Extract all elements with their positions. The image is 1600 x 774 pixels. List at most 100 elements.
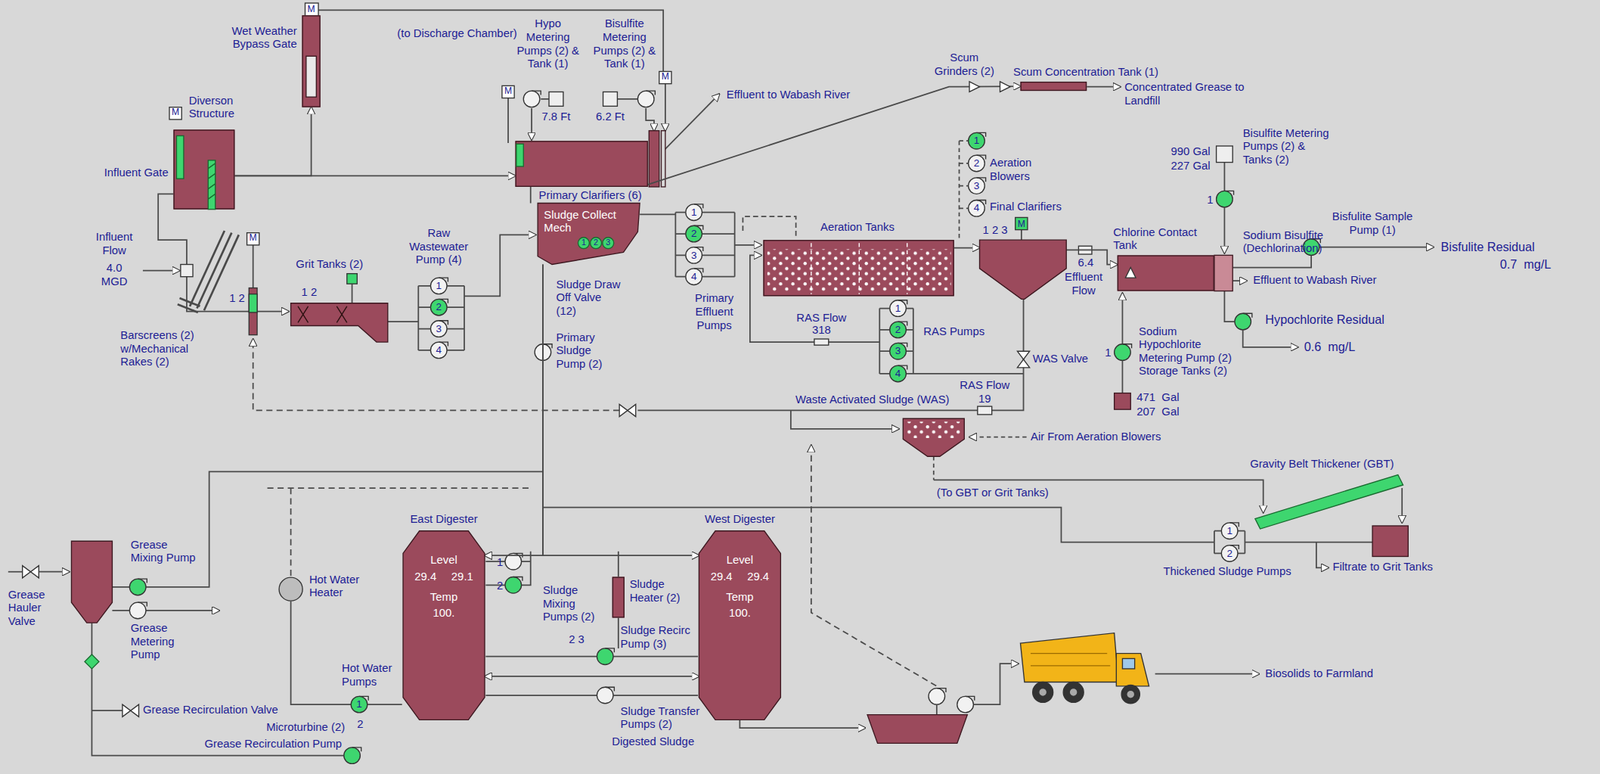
valve-symbol: [619, 403, 636, 416]
scum-tank: Scum Concentration Tank (1): [1020, 81, 1087, 91]
pump-number: 3: [436, 322, 443, 335]
node-text: Aeration Tanks: [820, 220, 895, 234]
small-tank: [603, 91, 618, 106]
pump-number: 4: [436, 344, 443, 357]
motor-box: [347, 273, 357, 284]
pipe-line: [959, 140, 969, 239]
dump-truck: [1020, 632, 1149, 704]
digester-outline: [403, 530, 485, 720]
motor-tag: M: [661, 71, 670, 82]
pipe-line: [639, 212, 735, 277]
pipe-line: [257, 310, 289, 313]
pipe-line: [8, 570, 23, 573]
pump-number: 1: [581, 238, 587, 249]
small-tank: [814, 338, 829, 345]
pipe-line: [530, 108, 533, 140]
pipe-line: [1224, 162, 1226, 192]
pipe-line: [91, 622, 344, 755]
label-text: Waste Activated Sludge (WAS): [795, 393, 950, 407]
dump-truck: [1126, 689, 1135, 698]
label-text: 0.7 mg/L: [1500, 257, 1552, 272]
pump-symbol: [129, 90, 1321, 763]
pump-number: 3: [605, 238, 611, 249]
label-text: 1: [496, 555, 503, 569]
pump-symbol: [637, 90, 655, 108]
node-text: Scum Concentration Tank (1): [1013, 65, 1159, 79]
node-text: Temp: [725, 589, 754, 604]
node-text: Temp: [430, 589, 458, 604]
label-text: Bisfulite Residual: [1440, 239, 1535, 255]
pipe-line: [145, 609, 220, 611]
pipe-line: [933, 455, 935, 480]
scum-grinder: [969, 81, 980, 92]
label-text: Aeration Blowers: [989, 155, 1052, 183]
label-text: 990 Gal: [1170, 145, 1210, 159]
hot-water-heater: Hot Water Heater: [278, 576, 303, 601]
motor-tag: M: [171, 107, 180, 118]
pipe-line: [1122, 359, 1124, 393]
hot-water-heater-outline: [279, 576, 303, 601]
node-text: 29.4: [747, 569, 769, 583]
pump-number: 3: [895, 344, 902, 357]
label-text: 2: [496, 578, 503, 593]
pump-number: 1: [973, 134, 980, 147]
pipe-line: [253, 244, 353, 304]
collector-indicator: [577, 237, 590, 249]
label-text: Air From Aeration Blowers: [1030, 429, 1161, 444]
valve-symbol: [22, 350, 1030, 717]
node-text: East Digester: [409, 511, 478, 526]
label-text: Hot Water Pumps: [341, 660, 404, 688]
label-text: 7.8 Ft: [541, 110, 571, 125]
valve-symbol: [1017, 350, 1030, 368]
node-text: Chlorine Contact Tank: [1113, 225, 1216, 252]
grit-tank-outline: [291, 303, 388, 342]
pump-symbol: [596, 648, 614, 665]
pipe-line: [790, 409, 900, 428]
gate: [516, 143, 524, 167]
dump-truck: [1063, 681, 1084, 702]
pump-symbol: [889, 342, 908, 360]
sludge-heater: Sludge Heater (2): [612, 576, 625, 618]
pump-symbol: [685, 225, 704, 242]
sludge-collector: Sludge Collect Mech: [537, 203, 640, 265]
collector-indicator: [602, 237, 614, 249]
pipe-line: [664, 83, 667, 131]
pipe-line: [318, 9, 664, 72]
pipe-line: [1155, 672, 1260, 675]
pipe-line: [973, 663, 1018, 704]
node-text: 29.4: [414, 569, 437, 583]
node-text: Diverson Structure: [189, 93, 251, 121]
pump-symbol: [968, 132, 987, 149]
node-text: Sludge Heater (2): [629, 577, 688, 605]
gate-window: [306, 55, 317, 97]
label-text: Grease Hauler Valve: [8, 587, 59, 628]
motor-box: [169, 3, 1028, 335]
label-text: Barscreens (2) w/Mechanical Rakes (2): [120, 328, 218, 369]
pump-number: 1: [1226, 524, 1233, 537]
label-text: 318: [812, 323, 832, 338]
tank-shape: [648, 130, 659, 187]
dump-truck: [1032, 681, 1054, 702]
label-text: Primary Sludge Pump (2): [555, 330, 618, 371]
pipe-connector: [954, 247, 980, 249]
pipe-line: [38, 570, 69, 573]
label-text: Filtrate to Grit Tanks: [1332, 560, 1433, 574]
label-text: 6.2 Ft: [595, 110, 625, 125]
label-text: Bisfulite Sample Pump (1): [1321, 210, 1424, 237]
small-tank: [180, 91, 1233, 414]
collector-indicator: [577, 237, 614, 249]
pipe-line: [645, 108, 655, 131]
pump-symbol: [928, 688, 946, 705]
pump-symbol: [889, 300, 908, 317]
node-text: Sludge Collect Mech: [543, 207, 636, 235]
pump-symbol: [685, 204, 704, 221]
pump-number: 1: [356, 697, 363, 711]
chlorine-marker: [1125, 267, 1135, 278]
pump-symbol: [957, 695, 975, 713]
belt-thickener: Gravity Belt Thickener (GBT): [1255, 474, 1404, 531]
pipe-connector: [484, 675, 699, 677]
pump-number: 4: [895, 367, 902, 380]
pipe-line: [1243, 329, 1299, 348]
label-text: Final Clarifiers: [989, 200, 1062, 214]
label-text: Influent Gate: [104, 166, 169, 180]
